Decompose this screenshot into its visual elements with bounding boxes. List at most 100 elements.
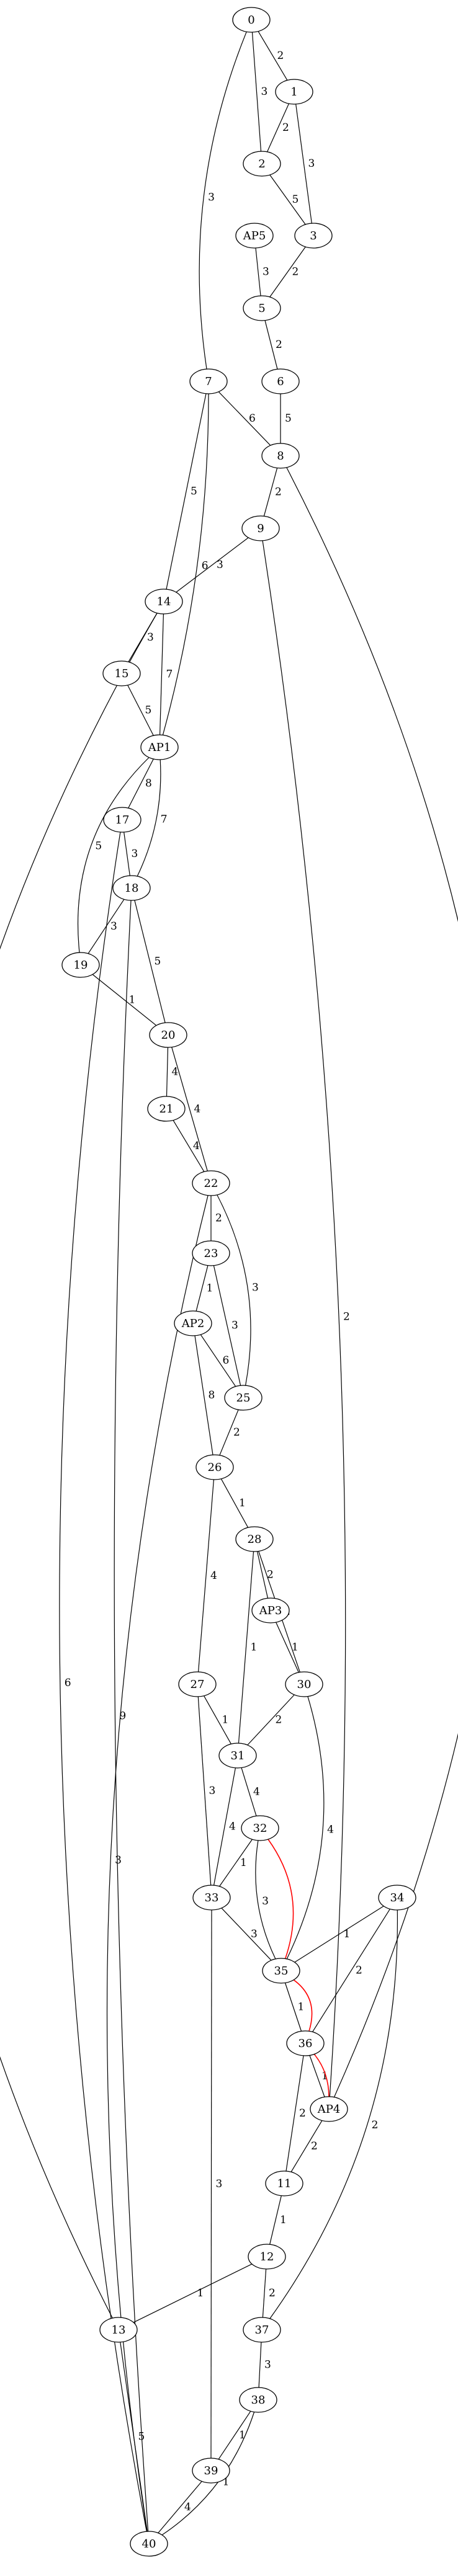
node-1[interactable]: 1 xyxy=(275,79,313,105)
edge-weight-label: 1 xyxy=(344,1928,351,1940)
node-13[interactable]: 13 xyxy=(99,2317,138,2343)
node-AP3[interactable]: AP3 xyxy=(251,1597,290,1623)
node-ellipse[interactable] xyxy=(265,2170,303,2196)
node-3[interactable]: 3 xyxy=(294,223,333,249)
node-ellipse[interactable] xyxy=(235,223,274,249)
node-ellipse[interactable] xyxy=(224,1385,263,1411)
edge-AP3-30 xyxy=(276,1622,299,1673)
node-ellipse[interactable] xyxy=(192,1240,230,1266)
edge-weight-label: 2 xyxy=(343,1311,350,1323)
node-ellipse[interactable] xyxy=(275,79,313,105)
node-ellipse[interactable] xyxy=(102,660,141,686)
node-15[interactable]: 15 xyxy=(102,660,141,686)
node-AP4[interactable]: AP4 xyxy=(310,2096,348,2122)
node-ellipse[interactable] xyxy=(178,1671,217,1697)
edge-AP1-17 xyxy=(128,758,154,809)
node-ellipse[interactable] xyxy=(195,1454,234,1480)
edge-14-13 xyxy=(0,613,158,2319)
node-26[interactable]: 26 xyxy=(195,1454,234,1480)
node-AP5[interactable]: AP5 xyxy=(235,223,274,249)
node-31[interactable]: 31 xyxy=(218,1743,257,1769)
node-7[interactable]: 7 xyxy=(189,368,228,394)
node-label: 25 xyxy=(236,1392,251,1405)
node-9[interactable]: 9 xyxy=(241,515,280,541)
node-ellipse[interactable] xyxy=(286,2030,325,2056)
edge-weight-label: 2 xyxy=(233,1426,240,1439)
node-ellipse[interactable] xyxy=(243,151,281,177)
node-30[interactable]: 30 xyxy=(285,1671,323,1697)
node-ellipse[interactable] xyxy=(248,2244,286,2270)
node-ellipse[interactable] xyxy=(192,2458,230,2484)
node-35[interactable]: 35 xyxy=(262,1958,300,1984)
node-19[interactable]: 19 xyxy=(61,952,100,978)
node-0[interactable]: 0 xyxy=(232,7,271,33)
node-ellipse[interactable] xyxy=(192,1170,230,1196)
node-25[interactable]: 25 xyxy=(224,1385,263,1411)
node-34[interactable]: 34 xyxy=(378,1885,416,1911)
node-18[interactable]: 18 xyxy=(112,875,151,901)
node-ellipse[interactable] xyxy=(294,223,333,249)
node-ellipse[interactable] xyxy=(149,1022,187,1048)
node-AP2[interactable]: AP2 xyxy=(174,1310,212,1336)
node-6[interactable]: 6 xyxy=(261,368,300,394)
node-ellipse[interactable] xyxy=(112,875,151,901)
node-12[interactable]: 12 xyxy=(248,2244,286,2270)
node-ellipse[interactable] xyxy=(251,1597,290,1623)
node-ellipse[interactable] xyxy=(145,588,183,615)
node-ellipse[interactable] xyxy=(239,2387,277,2413)
node-ellipse[interactable] xyxy=(174,1310,212,1336)
node-label: 26 xyxy=(208,1461,222,1474)
edge-weight-label: 5 xyxy=(155,956,161,968)
edge-36-11 xyxy=(285,2055,304,2172)
node-ellipse[interactable] xyxy=(243,2317,281,2343)
node-ellipse[interactable] xyxy=(310,2096,348,2122)
node-28[interactable]: 28 xyxy=(235,1526,274,1552)
node-32[interactable]: 32 xyxy=(241,1815,279,1841)
node-17[interactable]: 17 xyxy=(103,807,141,833)
node-ellipse[interactable] xyxy=(218,1743,257,1769)
node-ellipse[interactable] xyxy=(241,515,280,541)
node-ellipse[interactable] xyxy=(241,1815,279,1841)
node-ellipse[interactable] xyxy=(130,2531,168,2557)
node-ellipse[interactable] xyxy=(262,1958,300,1984)
node-ellipse[interactable] xyxy=(378,1885,416,1911)
node-23[interactable]: 23 xyxy=(192,1240,230,1266)
node-ellipse[interactable] xyxy=(192,1885,231,1911)
node-27[interactable]: 27 xyxy=(178,1671,217,1697)
node-8[interactable]: 8 xyxy=(261,443,300,469)
node-ellipse[interactable] xyxy=(232,7,271,33)
node-label: AP3 xyxy=(259,1604,282,1617)
node-39[interactable]: 39 xyxy=(192,2458,230,2484)
node-21[interactable]: 21 xyxy=(147,1096,186,1122)
edge-7-AP1 xyxy=(162,393,209,735)
node-11[interactable]: 11 xyxy=(265,2170,303,2196)
node-ellipse[interactable] xyxy=(189,368,228,394)
node-22[interactable]: 22 xyxy=(192,1170,230,1196)
node-ellipse[interactable] xyxy=(61,952,100,978)
edge-weight-label: 1 xyxy=(223,2476,230,2488)
edge-weight-label: 3 xyxy=(217,559,223,571)
node-37[interactable]: 37 xyxy=(243,2317,281,2343)
node-ellipse[interactable] xyxy=(261,443,300,469)
node-38[interactable]: 38 xyxy=(239,2387,277,2413)
edge-21-22 xyxy=(173,1120,205,1172)
edge-weight-label: 3 xyxy=(264,2359,271,2371)
node-AP1[interactable]: AP1 xyxy=(140,734,179,760)
node-ellipse[interactable] xyxy=(261,368,300,394)
node-2[interactable]: 2 xyxy=(243,151,281,177)
node-ellipse[interactable] xyxy=(103,807,141,833)
node-14[interactable]: 14 xyxy=(145,588,183,615)
node-33[interactable]: 33 xyxy=(192,1885,231,1911)
node-ellipse[interactable] xyxy=(99,2317,138,2343)
node-ellipse[interactable] xyxy=(243,295,281,321)
edge-weight-label: 3 xyxy=(231,1320,238,1332)
node-ellipse[interactable] xyxy=(285,1671,323,1697)
node-40[interactable]: 40 xyxy=(130,2531,168,2557)
node-36[interactable]: 36 xyxy=(286,2030,325,2056)
node-ellipse[interactable] xyxy=(147,1096,186,1122)
node-20[interactable]: 20 xyxy=(149,1022,187,1048)
node-5[interactable]: 5 xyxy=(243,295,281,321)
edge-28-31 xyxy=(238,1551,254,1744)
node-ellipse[interactable] xyxy=(140,734,179,760)
node-ellipse[interactable] xyxy=(235,1526,274,1552)
